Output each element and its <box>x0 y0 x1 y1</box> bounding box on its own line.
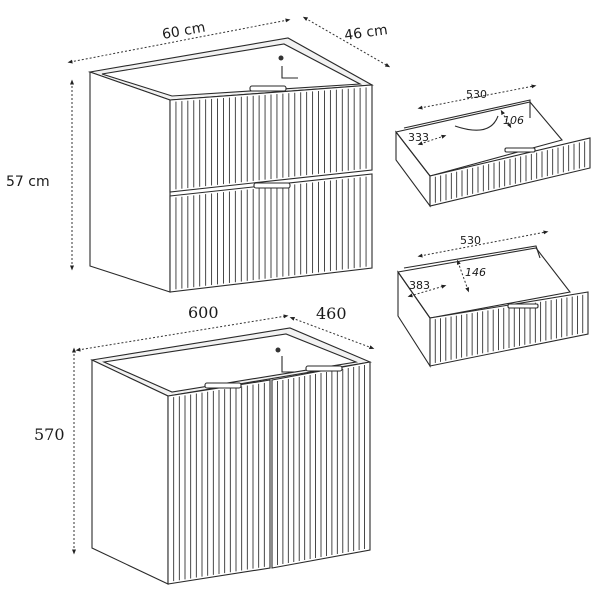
bottom-cabinet-drain-hole <box>275 347 281 353</box>
bottom-width-dimension-line <box>75 314 289 352</box>
top-width-dimension-line <box>67 18 291 64</box>
left-door-handle <box>204 382 242 389</box>
top-cabinet <box>87 37 374 293</box>
bottom-depth-label: 460 <box>316 304 347 323</box>
top-cabinet-pipe-detail <box>281 66 298 79</box>
drawer-upper-length-label: 530 <box>466 88 487 101</box>
top-cabinet-side-panel <box>89 71 171 293</box>
drawer-lower-length-label: 530 <box>460 234 481 247</box>
drawer-upper-height-label: 106 <box>503 114 524 127</box>
drawer-lower-height-label: 146 <box>465 266 486 279</box>
drawer-upper-depth-label: 333 <box>408 131 429 144</box>
drawer-lower-detail: 530 383 146 <box>397 230 589 368</box>
bottom-cabinet <box>90 327 372 585</box>
bottom-width-label: 600 <box>188 303 219 322</box>
top-width-label: 60 cm <box>161 20 207 43</box>
top-depth-label: 46 cm <box>343 22 388 44</box>
top-cabinet-drain-hole <box>278 55 284 61</box>
upper-drawer-handle <box>249 85 287 92</box>
top-height-label: 57 cm <box>6 174 50 190</box>
bottom-cabinet-pipe-detail <box>281 356 296 373</box>
drawer-upper-handle <box>504 147 536 153</box>
bottom-cabinet-left-door <box>167 379 271 585</box>
top-cabinet-lower-drawer-front <box>169 173 373 293</box>
drawer-upper-detail: 530 333 106 <box>395 84 591 208</box>
bottom-cabinet-right-door <box>271 361 371 569</box>
top-cabinet-upper-drawer-front <box>169 84 373 193</box>
lower-drawer-handle <box>253 182 291 189</box>
right-door-handle <box>305 365 343 372</box>
drawer-lower-depth-label: 383 <box>409 279 430 292</box>
bottom-height-label: 570 <box>34 425 65 444</box>
drawer-lower-handle <box>507 303 539 309</box>
bottom-cabinet-side-panel <box>91 359 169 585</box>
